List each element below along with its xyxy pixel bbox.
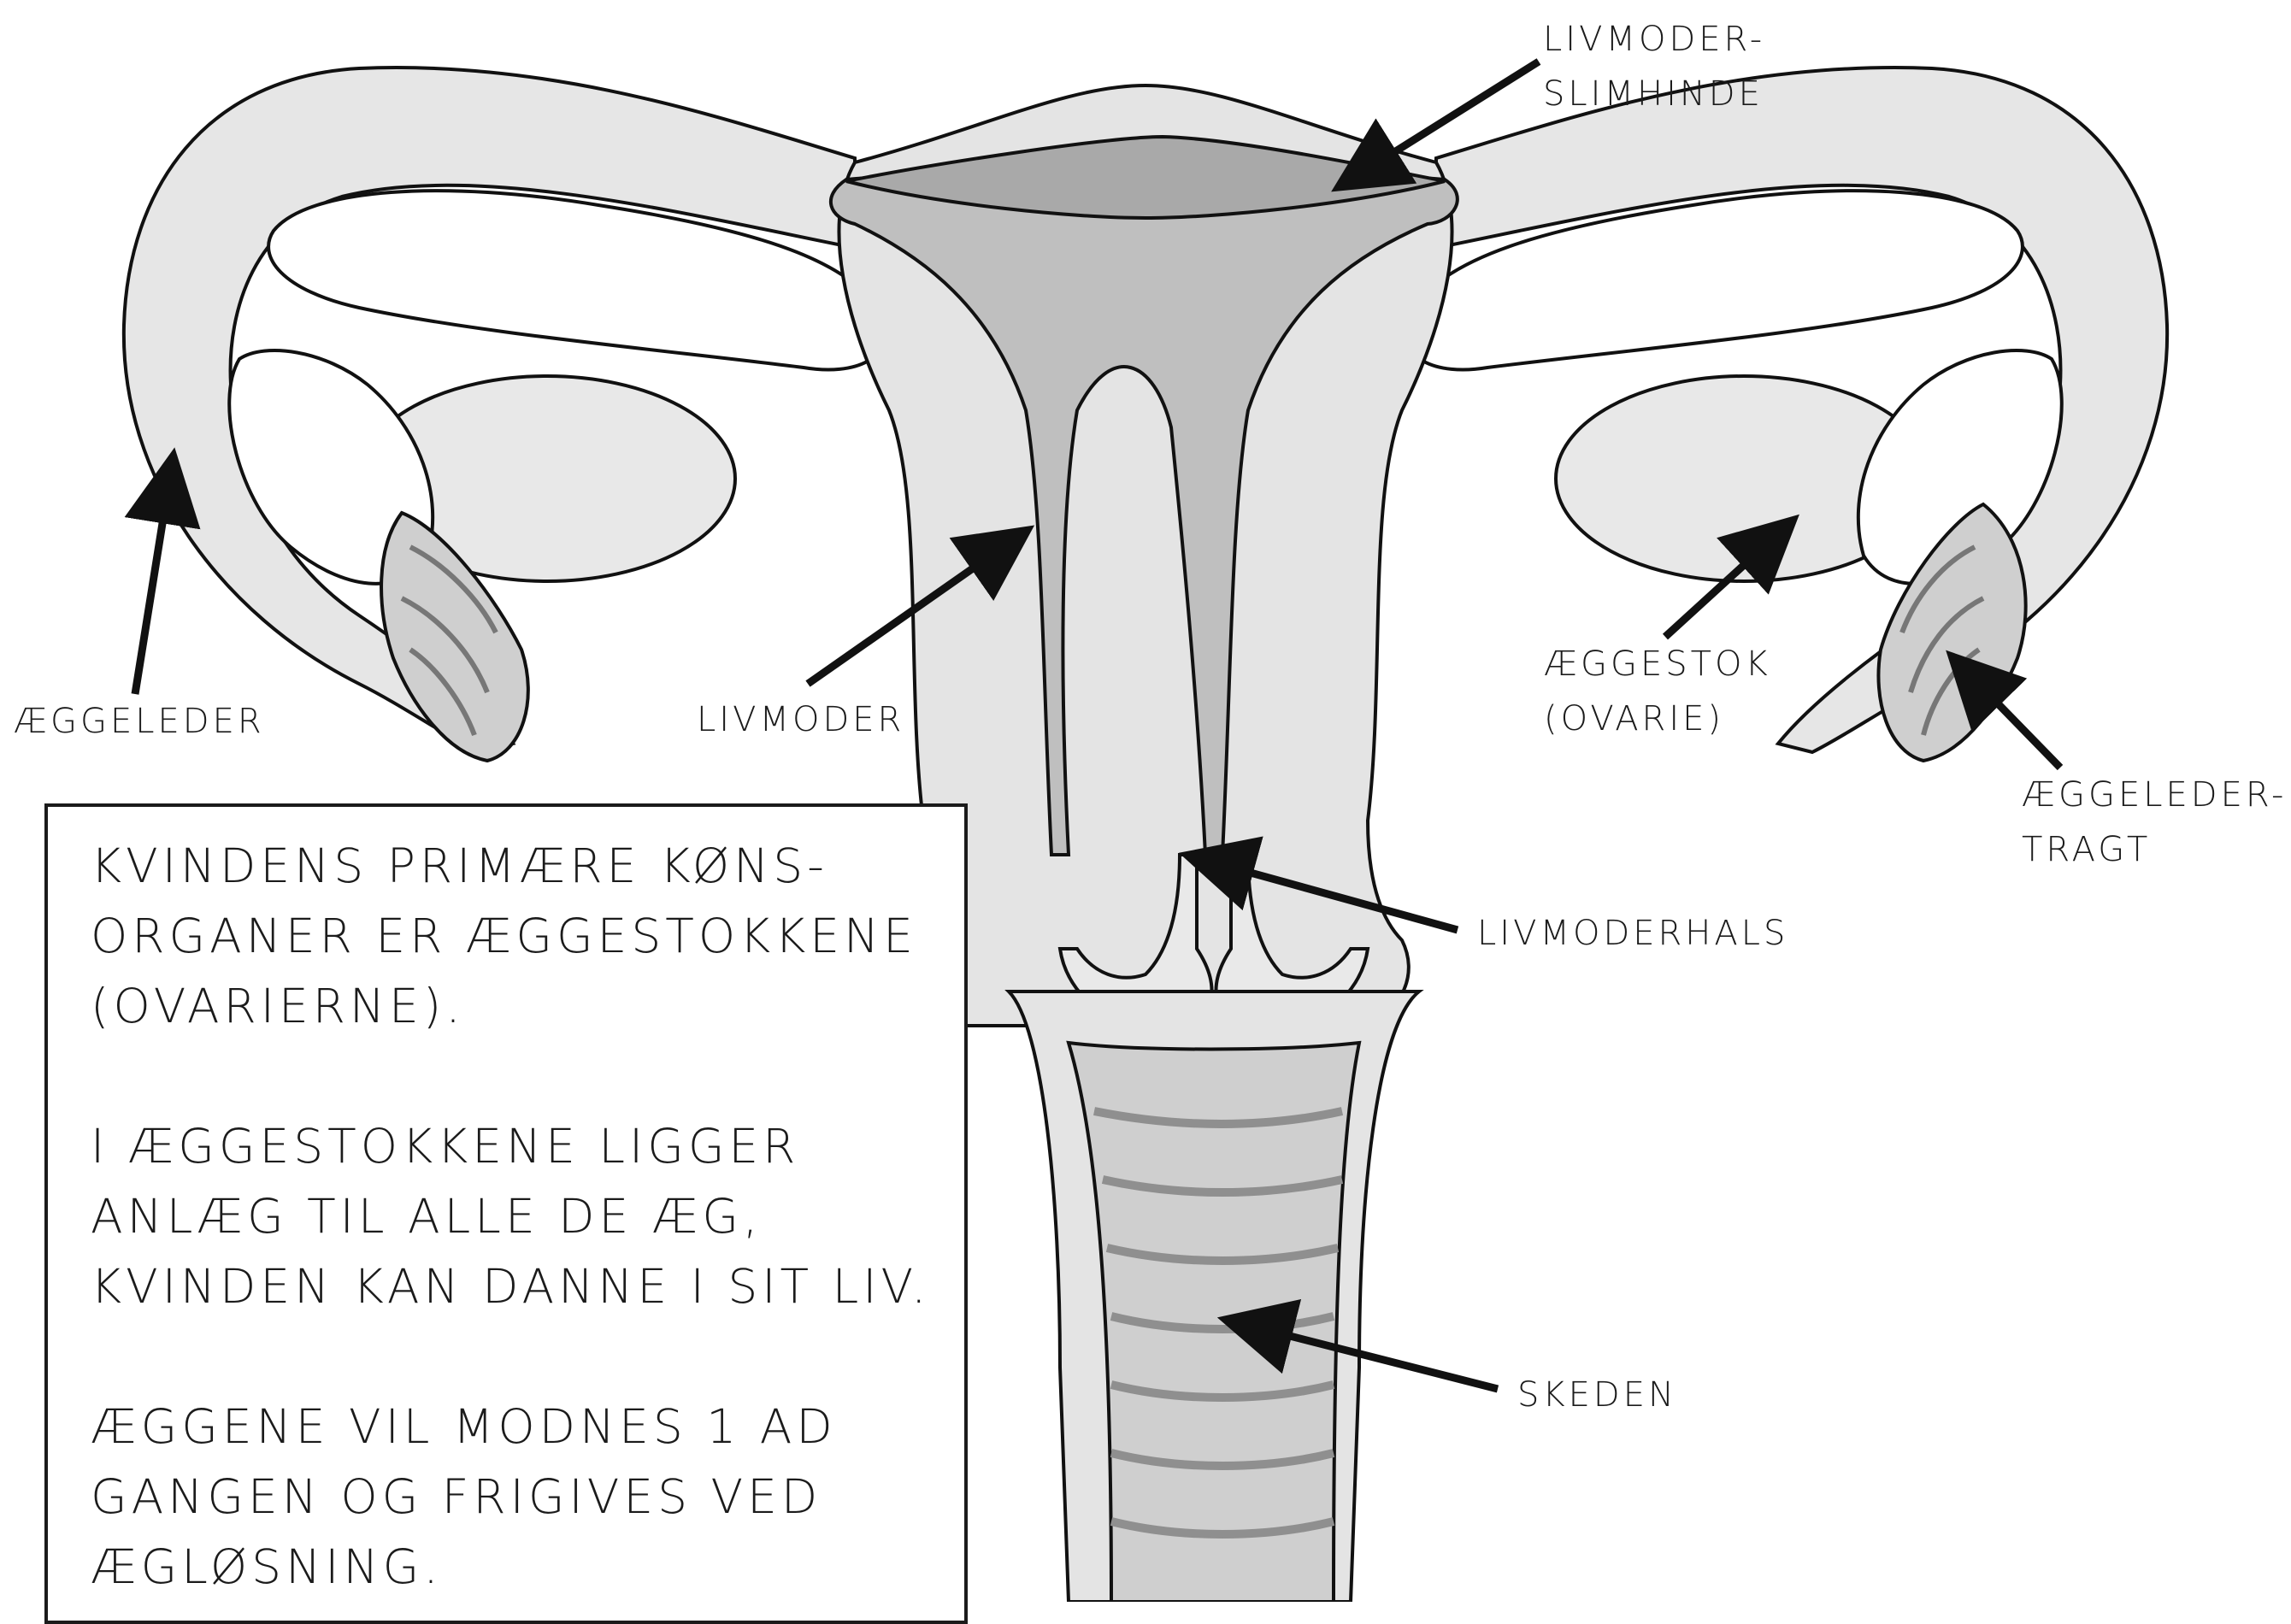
arrow-fallopian-tube [135, 470, 171, 694]
label-infundibulum: ÆGGELEDER- TRAGT [2022, 768, 2287, 877]
label-cervix: LIVMODERHALS [1477, 906, 1788, 961]
label-vagina: SKEDEN [1517, 1368, 1677, 1422]
label-uterus: LIVMODER [697, 692, 904, 747]
label-ovary: ÆGGESTOK (OVARIE) [1544, 637, 1771, 746]
info-paragraph-3: ÆGGENE VIL MODNES 1 AD GANGEN OG FRIGIVE… [91, 1392, 964, 1602]
info-paragraph-2: I ÆGGESTOKKENE LIGGER ANLÆG TIL ALLE DE … [91, 1111, 964, 1321]
info-box: KVINDENS PRIMÆRE KØNS- ORGANER ER ÆGGEST… [44, 803, 968, 1624]
info-paragraph-1: KVINDENS PRIMÆRE KØNS- ORGANER ER ÆGGEST… [91, 831, 964, 1041]
label-fallopian-tube: ÆGGELEDER [14, 694, 265, 749]
label-endometrium: LIVMODER- SLIMHINDE [1543, 12, 1765, 121]
